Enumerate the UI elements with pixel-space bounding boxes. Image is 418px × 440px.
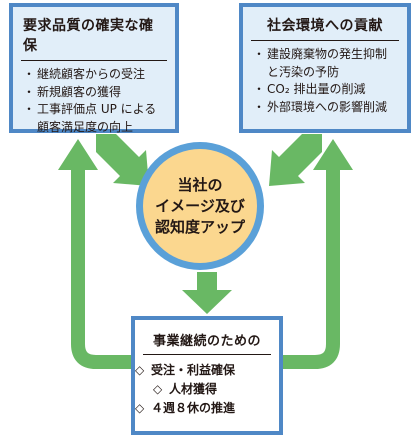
quality-assurance-box: 要求品質の確実な確保 ・継続顧客からの受注 ・新規顧客の獲得 ・工事評価点 UP…	[9, 3, 179, 136]
center-line: 当社の	[177, 175, 223, 194]
list-item: ・新規顧客の獲得	[23, 84, 122, 99]
right-feedback-arrow	[283, 168, 340, 369]
list-item: ◇４週８休の推進	[135, 399, 279, 418]
list-item: ・CO₂ 排出量の削減	[253, 82, 366, 96]
quality-assurance-title: 要求品質の確実な確保	[21, 7, 167, 61]
social-contribution-list: ・建設廃棄物の発生抑制 と汚染の予防 ・CO₂ 排出量の削減 ・外部環境への影響…	[243, 41, 407, 116]
list-item: ・継続顧客からの受注	[23, 67, 146, 81]
social-contribution-title: 社会環境への貢献	[251, 7, 399, 41]
social-contribution-box: 社会環境への貢献 ・建設廃棄物の発生抑制 と汚染の予防 ・CO₂ 排出量の削減 …	[239, 3, 411, 133]
list-item: ・外部環境への影響削減	[253, 99, 388, 114]
list-item: ・建設廃棄物の発生抑制	[253, 47, 388, 61]
business-continuity-box: 事業継続のための ◇受注・利益確保 ◇人材獲得 ◇４週８休の推進	[131, 316, 283, 435]
diamond-icon: ◇	[135, 363, 145, 377]
company-image-circle: 当社の イメージ及び 認知度アップ	[138, 144, 262, 268]
list-item: ・工事評価点 UP による	[23, 102, 157, 116]
list-item-continuation: と汚染の予防	[267, 64, 340, 79]
list-item: ◇受注・利益確保	[135, 361, 279, 380]
quality-assurance-list: ・継続顧客からの受注 ・新規顧客の獲得 ・工事評価点 UP による 顧客満足度の…	[13, 61, 175, 136]
left-to-center-arrow	[96, 134, 149, 186]
business-continuity-list: ◇受注・利益確保 ◇人材獲得 ◇４週８休の推進	[135, 355, 279, 418]
center-circle-fill	[143, 149, 257, 263]
diamond-icon: ◇	[153, 382, 163, 396]
right-to-center-arrow	[269, 134, 322, 186]
right-feedback-arrowhead	[313, 139, 353, 170]
list-item: ◇人材獲得	[135, 380, 279, 399]
center-line: 認知度アップ	[154, 217, 245, 236]
business-continuity-title: 事業継続のための	[143, 320, 271, 355]
left-feedback-arrowhead	[58, 139, 98, 170]
left-feedback-arrow	[71, 168, 131, 369]
center-line: イメージ及び	[155, 196, 245, 215]
center-to-bottom-arrow	[182, 272, 232, 314]
list-item-continuation: 顧客満足度の向上	[37, 119, 134, 134]
diamond-icon: ◇	[135, 401, 145, 415]
